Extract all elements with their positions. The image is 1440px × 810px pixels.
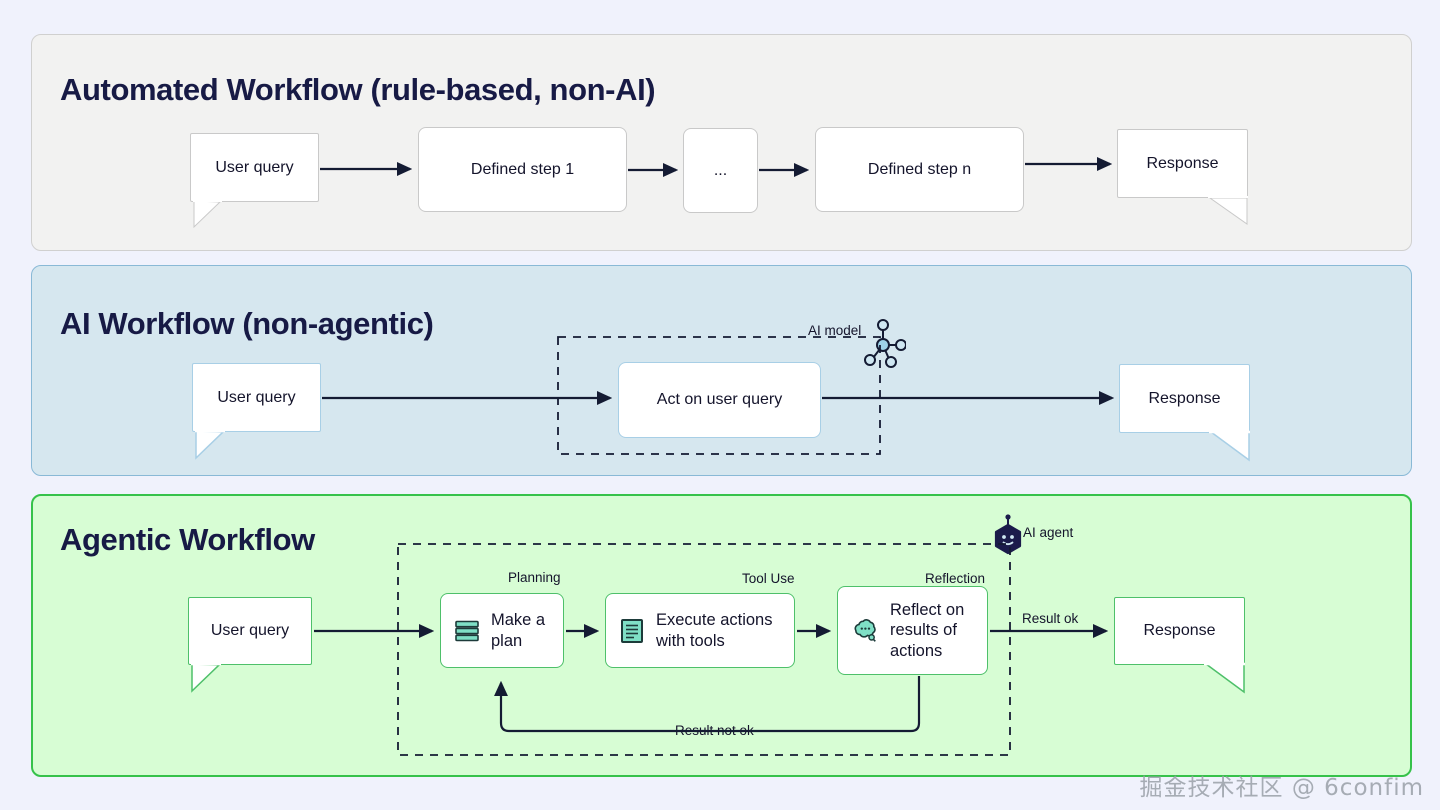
reflect-line3: actions	[890, 641, 943, 660]
edge-label-result-ok: Result ok	[1022, 611, 1079, 626]
reflect-content: Reflect on results of actions	[838, 600, 987, 660]
edge-label-result-not-ok: Result not ok	[668, 723, 761, 738]
automated-user-query-label: User query	[215, 158, 294, 176]
agentic-user-query-tail	[191, 662, 221, 693]
make-a-plan-content: Make a plan	[441, 610, 563, 650]
aiwf-response-label: Response	[1148, 389, 1221, 407]
agentic-user-query-bubble: User query	[188, 597, 312, 665]
ai-model-label: AI model	[808, 323, 862, 338]
aiwf-response-bubble: Response	[1119, 364, 1250, 433]
layers-icon	[455, 620, 479, 641]
ai-agent-hexagon-icon	[994, 514, 1022, 555]
automated-defined-step-1: Defined step 1	[418, 127, 627, 212]
execute-actions-content: Execute actions with tools	[606, 610, 794, 650]
automated-response-tail	[1208, 196, 1248, 225]
automated-defined-step-n-label: Defined step n	[867, 160, 972, 178]
execute-actions-line1: Execute actions	[656, 611, 773, 630]
aiwf-user-query-tail	[195, 429, 225, 460]
make-a-plan-line2: plan	[491, 631, 523, 650]
caption-planning: Planning	[508, 570, 561, 585]
aiwf-user-query-bubble: User query	[192, 363, 321, 432]
caption-tool-use: Tool Use	[742, 571, 795, 586]
execute-actions-text: Execute actions with tools	[656, 610, 772, 650]
ai-agent-label: AI agent	[1023, 525, 1074, 540]
automated-user-query-bubble: User query	[190, 133, 319, 202]
agentic-response-bubble: Response	[1114, 597, 1245, 665]
automated-response-label: Response	[1146, 154, 1219, 172]
execute-actions-line2: with tools	[656, 631, 725, 650]
ai-model-network-icon	[864, 319, 906, 368]
automated-defined-step-n: Defined step n	[815, 127, 1024, 212]
aiwf-response-tail	[1208, 430, 1250, 462]
panel-ai-workflow-title: AI Workflow (non-agentic)	[60, 306, 434, 341]
reflect-text: Reflect on results of actions	[890, 600, 964, 660]
thought-bubble-icon	[854, 618, 876, 642]
reflect-line2: results of	[890, 621, 957, 640]
aiwf-act-on-user-query-label: Act on user query	[656, 391, 783, 408]
panel-automated-title: Automated Workflow (rule-based, non-AI)	[60, 72, 656, 107]
make-a-plan-line1: Make a	[491, 611, 546, 630]
document-list-icon	[621, 618, 643, 643]
panel-agentic-title: Agentic Workflow	[60, 522, 315, 557]
agentic-response-label: Response	[1143, 622, 1216, 639]
automated-ellipsis-step: ...	[683, 128, 758, 213]
caption-reflection: Reflection	[925, 571, 986, 586]
agentic-response-tail	[1203, 662, 1245, 694]
automated-response-bubble: Response	[1117, 129, 1248, 198]
automated-user-query-tail	[193, 200, 222, 229]
make-a-plan-text: Make a plan	[491, 610, 545, 650]
watermark: 掘金技术社区 @ 6confim	[1139, 775, 1424, 801]
automated-defined-step-1-label: Defined step 1	[470, 160, 575, 178]
agentic-execute-actions-with-tools: Execute actions with tools	[605, 593, 795, 668]
automated-ellipsis-label: ...	[713, 161, 728, 179]
agentic-make-a-plan: Make a plan	[440, 593, 564, 668]
agentic-reflect-on-results: Reflect on results of actions	[837, 586, 988, 675]
aiwf-act-on-user-query: Act on user query	[618, 362, 821, 438]
aiwf-user-query-label: User query	[217, 388, 296, 406]
agentic-user-query-label: User query	[210, 622, 290, 639]
reflect-line1: Reflect on	[890, 601, 965, 620]
